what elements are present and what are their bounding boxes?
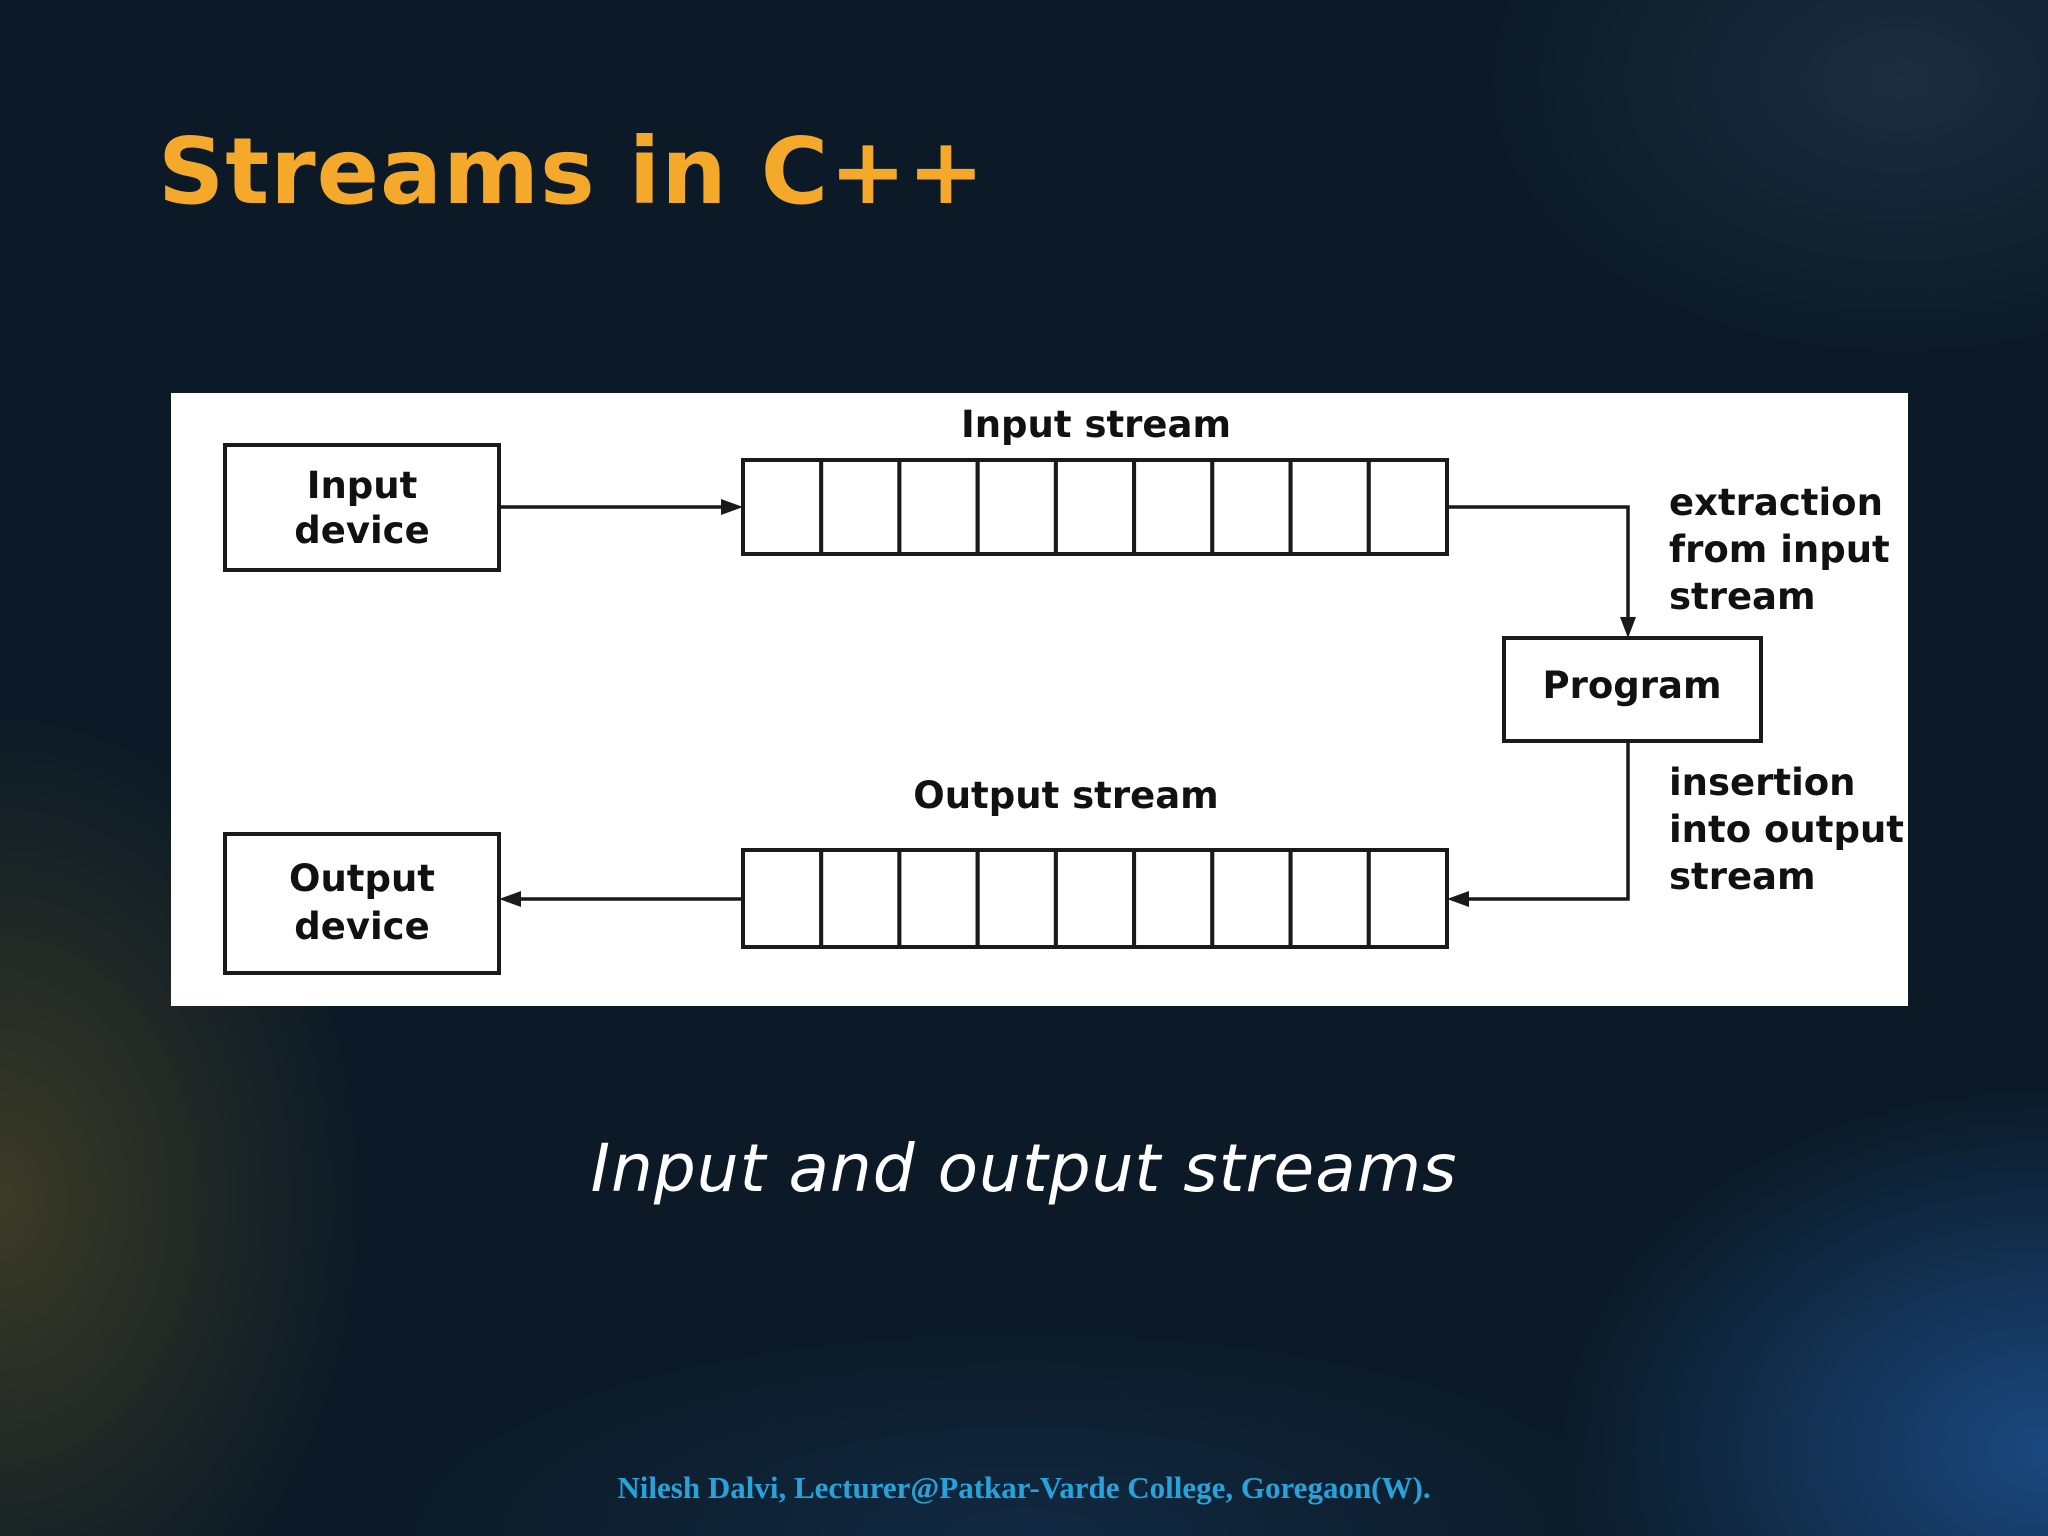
output-device-label-line2: device	[294, 905, 429, 948]
extraction-label-line2: from input	[1669, 528, 1890, 571]
extraction-label-line3: stream	[1669, 575, 1816, 618]
input-stream-label: Input stream	[961, 403, 1231, 446]
extraction-annotation: extraction from input stream	[1669, 481, 1890, 618]
output-stream-cell	[975, 848, 1058, 949]
program-box	[1502, 636, 1763, 743]
input-stream-cell	[975, 458, 1058, 556]
input-device-node: Input device	[223, 443, 501, 572]
slide-title: Streams in C++	[158, 118, 986, 225]
output-stream-label: Output stream	[913, 774, 1218, 817]
extraction-label-line1: extraction	[1669, 481, 1883, 524]
output-stream-cell	[1366, 848, 1450, 949]
output-device-arrowhead	[499, 891, 521, 907]
output-stream-cell	[819, 848, 902, 949]
output-stream-cell	[897, 848, 980, 949]
stream-diagram: Input device Output device Program Input…	[171, 393, 1908, 1006]
insertion-label-line2: into output	[1669, 808, 1904, 851]
input-stream-cell	[1288, 458, 1371, 556]
output-device-box	[223, 832, 501, 975]
input-stream-cell	[819, 458, 902, 556]
stream-diagram-svg: Input device Output device Program Input…	[223, 403, 1904, 975]
input-stream-cell	[897, 458, 980, 556]
stream-to-program-connector	[1447, 505, 1630, 625]
output-stream-buffer	[741, 848, 1450, 949]
output-stream-cell	[1210, 848, 1293, 949]
output-stream-arrowhead	[1447, 891, 1469, 907]
slide-footer: Nilesh Dalvi, Lecturer@Patkar-Varde Coll…	[617, 1470, 1431, 1505]
program-label: Program	[1542, 664, 1721, 707]
output-device-label-line1: Output	[289, 857, 435, 900]
input-stream-arrowhead	[721, 499, 743, 515]
input-stream-cell	[1132, 458, 1215, 556]
input-stream-cell	[1210, 458, 1293, 556]
output-stream-cell	[1288, 848, 1371, 949]
input-stream-buffer	[741, 458, 1450, 556]
insertion-annotation: insertion into output stream	[1669, 761, 1904, 898]
program-node: Program	[1502, 636, 1763, 743]
insertion-label-line1: insertion	[1669, 761, 1856, 804]
output-stream-cell	[741, 848, 824, 949]
input-stream-cell	[1366, 458, 1450, 556]
insertion-label-line3: stream	[1669, 855, 1816, 898]
program-arrowhead	[1620, 617, 1636, 638]
output-stream-cell	[1132, 848, 1215, 949]
input-stream-cell	[741, 458, 824, 556]
input-device-label-line2: device	[294, 509, 429, 552]
input-device-label-line1: Input	[307, 464, 418, 507]
output-stream-cell	[1053, 848, 1137, 949]
program-to-output-stream-connector	[1459, 741, 1630, 901]
input-stream-cell	[1053, 458, 1137, 556]
output-device-node: Output device	[223, 832, 501, 975]
input-device-box	[223, 443, 501, 572]
slide-caption: Input and output streams	[590, 1130, 1458, 1207]
